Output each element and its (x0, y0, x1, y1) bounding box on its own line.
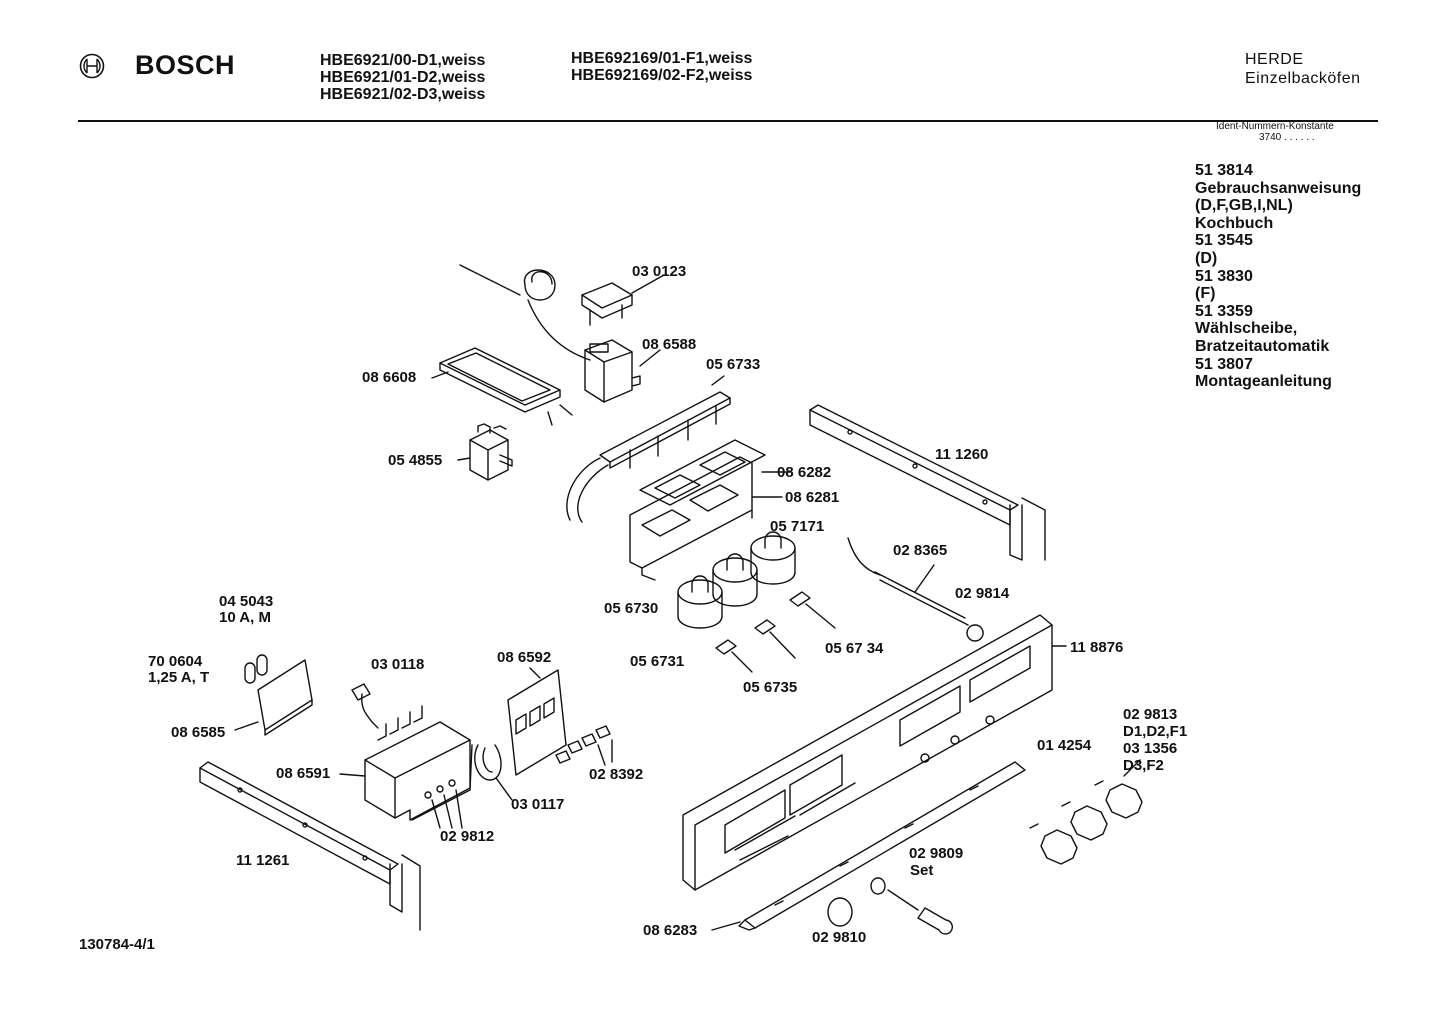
thermostat-sensor-part (460, 265, 590, 360)
part-spec: 1,25 A, T (148, 669, 210, 686)
part-number: 02 9813 (1123, 706, 1178, 723)
part-label-030118: 03 0118 (371, 656, 425, 673)
part-label-014254: 01 4254 (1037, 737, 1092, 754)
part-spec: 10 A, M (219, 609, 271, 626)
part-label-086281: 08 6281 (785, 489, 840, 506)
part-label-111260: 11 1260 (935, 446, 989, 463)
product-category: HERDE Einzelbacköfen (1245, 50, 1361, 88)
control-panel-part-118876 (683, 615, 1066, 890)
part-label-057171: 05 7171 (770, 518, 825, 535)
model-list-secondary: HBE692169/01-F1,weiss HBE692169/02-F2,we… (571, 50, 752, 84)
part-label-030117: 03 0117 (511, 796, 565, 813)
part-number: 02 9809 (909, 845, 964, 862)
part-label-029813: 02 9813 D1,D2,F1 03 1356 D3,F2 (1123, 706, 1187, 774)
document-line: (F) (1195, 285, 1216, 303)
ident-label: Ident-Nummern-Konstante (1216, 121, 1334, 132)
document-list: 51 3814 Gebrauchsanweisung (D,F,GB,I,NL)… (1195, 162, 1361, 391)
part-label-028392: 02 8392 (589, 766, 644, 783)
part-variant: Set (910, 862, 934, 879)
document-line: Montageanleitung (1195, 373, 1332, 391)
part-label-029812: 02 9812 (440, 828, 495, 845)
document-line: Bratzeitautomatik (1195, 337, 1330, 355)
part-number: 70 0604 (148, 653, 203, 670)
part-label-029814: 02 9814 (955, 585, 1010, 602)
document-line: Kochbuch (1195, 214, 1274, 232)
part-label-045043: 04 5043 10 A, M (219, 594, 273, 626)
control-module-part-086591 (340, 706, 472, 820)
part-label-030123: 03 0123 (632, 263, 687, 280)
part-label-054855: 05 4855 (388, 452, 443, 469)
part-label-086283: 08 6283 (643, 922, 698, 939)
fuse-parts-028392 (556, 726, 612, 765)
part-label-056731: 05 6731 (630, 653, 685, 670)
circuit-board-part-086585 (235, 655, 312, 735)
thermostat-part-086588 (585, 340, 660, 402)
brand-name: BOSCH (135, 50, 236, 80)
document-line: 51 3830 (1195, 267, 1253, 285)
bar-and-button-parts (712, 762, 1025, 934)
control-knob-parts (1030, 760, 1142, 864)
part-label-086588: 08 6588 (642, 336, 697, 353)
part-label-028365: 02 8365 (893, 542, 948, 559)
part-label-086592: 08 6592 (497, 649, 552, 666)
relay-board-part-086592 (508, 668, 566, 775)
part-label-056734: 05 67 34 (825, 640, 884, 657)
bosch-logo-icon (79, 53, 105, 79)
ident-value: 3740 . . . . . . (1259, 132, 1315, 143)
part-label-118876: 11 8876 (1070, 639, 1124, 656)
drawing-number: 130784-4/1 (79, 936, 155, 953)
lamp-cover-part-086608 (432, 348, 572, 425)
part-label-086608: 08 6608 (362, 369, 417, 386)
side-rail-part-111261 (200, 762, 420, 930)
part-number: 03 1356 (1123, 740, 1178, 757)
part-variant: D3,F2 (1123, 757, 1164, 774)
side-rail-part-111260 (810, 405, 1045, 560)
rotary-switch-part-054855 (458, 424, 512, 480)
document-line: Wählscheibe, (1195, 320, 1298, 338)
wire-harness-part-030118 (352, 684, 378, 728)
model-list-primary: HBE6921/00-D1,weiss HBE6921/01-D2,weiss … (320, 52, 485, 103)
model-line: HBE692169/01-F1,weiss (571, 50, 753, 67)
model-line: HBE692169/02-F2,weiss (571, 67, 753, 84)
part-label-056733: 05 6733 (706, 356, 761, 373)
cable-clamp-part-030117 (475, 745, 512, 800)
knob-insert-parts (678, 532, 795, 628)
switch-bracket-parts-086282-086281 (630, 440, 790, 580)
model-line: HBE6921/02-D3,weiss (320, 86, 486, 103)
part-label-029810: 02 9810 (812, 929, 867, 946)
part-label-056730: 05 6730 (604, 600, 659, 617)
document-line: (D) (1195, 249, 1218, 267)
part-label-086282: 08 6282 (777, 464, 832, 481)
switch-rail-part-056733 (567, 376, 730, 522)
part-variant: D1,D2,F1 (1123, 723, 1188, 740)
part-label-700604: 70 0604 1,25 A, T (148, 654, 209, 686)
part-label-056735: 05 6735 (743, 679, 798, 696)
part-label-086591: 08 6591 (276, 765, 331, 782)
part-label-111261: 11 1261 (236, 852, 290, 869)
switch-shaft-parts (716, 592, 835, 672)
document-line: 51 3807 (1195, 355, 1253, 373)
document-line: 51 3545 (1195, 232, 1253, 250)
document-line: Gebrauchsanweisung (1195, 179, 1362, 197)
category-line: HERDE (1245, 51, 1304, 68)
part-number: 04 5043 (219, 593, 274, 610)
clip-part-030123 (582, 275, 664, 325)
category-line: Einzelbacköfen (1245, 70, 1361, 87)
document-line: 51 3359 (1195, 302, 1253, 320)
lamp-parts-029812 (432, 790, 462, 828)
model-line: HBE6921/00-D1,weiss (320, 52, 486, 69)
part-label-029809: 02 9809 Set (909, 845, 963, 879)
document-line: (D,F,GB,I,NL) (1195, 197, 1293, 215)
header-divider (78, 120, 1378, 122)
model-line: HBE6921/01-D2,weiss (320, 69, 486, 86)
part-label-086585: 08 6585 (171, 724, 226, 741)
document-line: 51 3814 (1195, 162, 1253, 179)
cable-part-028365 (848, 538, 983, 641)
